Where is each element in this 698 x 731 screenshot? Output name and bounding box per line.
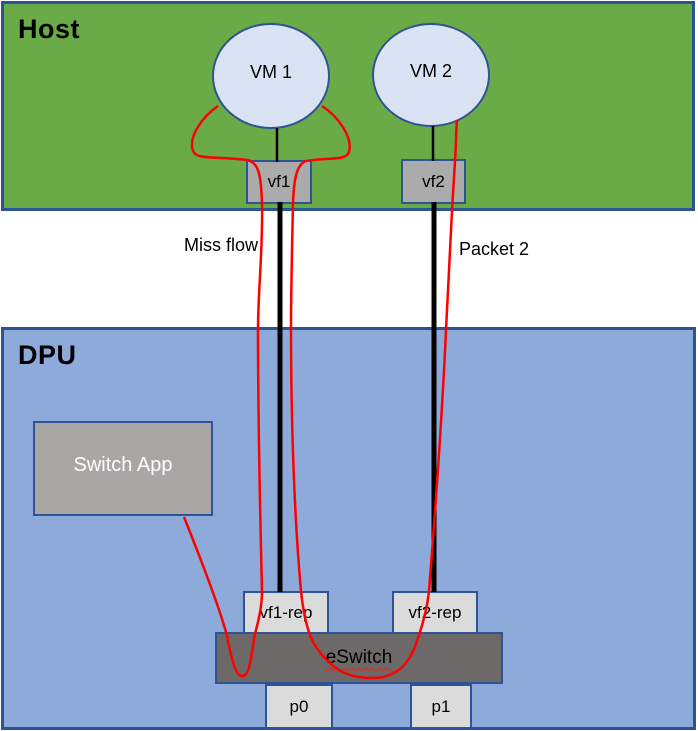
vf2-label: vf2 bbox=[422, 171, 445, 191]
eswitch-label: eSwitch bbox=[325, 647, 393, 668]
dpu-label: DPU bbox=[18, 340, 77, 370]
node-p1: p1 bbox=[410, 684, 472, 729]
node-vf1-rep: vf1-rep bbox=[243, 591, 329, 634]
node-p0: p0 bbox=[265, 684, 333, 729]
vf1-rep-label: vf1-rep bbox=[259, 602, 313, 622]
vm1-label: VM 1 bbox=[249, 61, 292, 82]
host-region: Host bbox=[1, 1, 695, 211]
host-label: Host bbox=[18, 14, 80, 44]
miss-flow-label: Miss flow bbox=[184, 235, 259, 255]
switch-app-label: Switch App bbox=[73, 454, 173, 476]
node-vm1: VM 1 bbox=[212, 23, 330, 129]
node-switch-app: Switch App bbox=[33, 421, 213, 516]
vf1-label: vf1 bbox=[267, 172, 291, 191]
vm2-label: VM 2 bbox=[409, 60, 452, 81]
p1-label: p1 bbox=[431, 696, 451, 716]
node-vm2: VM 2 bbox=[372, 23, 490, 127]
node-vf2: vf2 bbox=[401, 159, 466, 204]
node-eswitch: eSwitch bbox=[215, 632, 503, 684]
node-vf2-rep: vf2-rep bbox=[392, 591, 478, 634]
vf2-rep-label: vf2-rep bbox=[408, 602, 462, 622]
node-vf1: vf1 bbox=[246, 160, 312, 204]
p0-label: p0 bbox=[289, 696, 309, 716]
packet-2-label: Packet 2 bbox=[459, 239, 530, 259]
